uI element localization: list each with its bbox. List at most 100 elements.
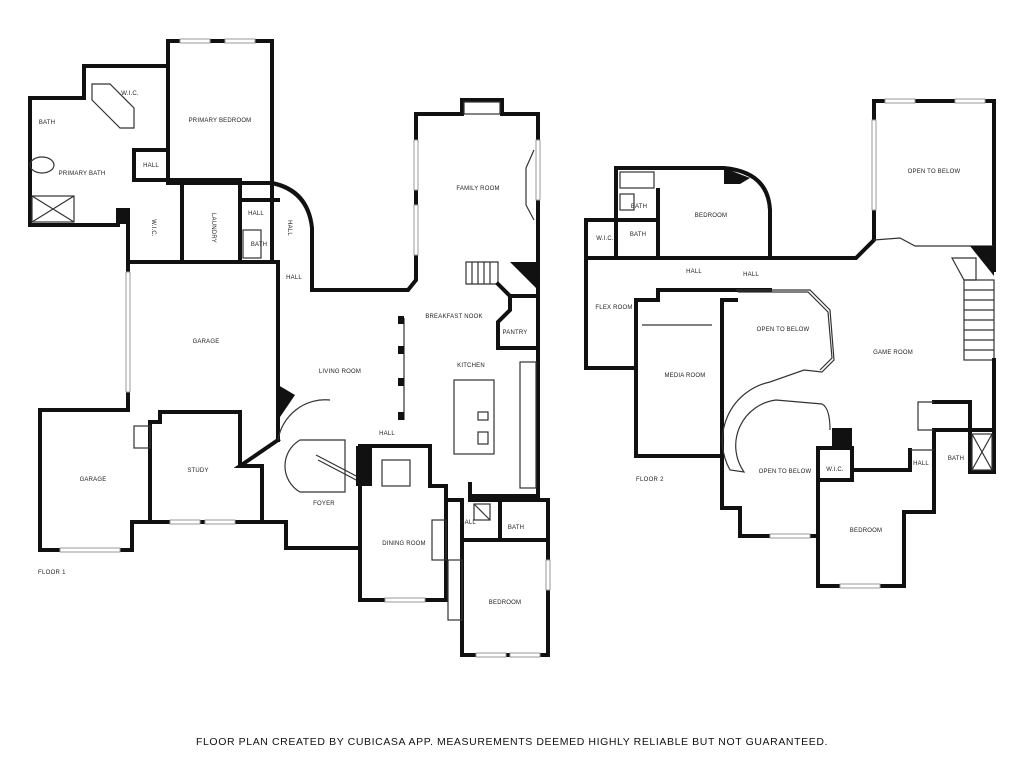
room-label-bedroom: BEDROOM [850,528,882,534]
room-label-flex-room: FLEX ROOM [595,305,632,311]
room-label-breakfast-nook: BREAKFAST NOOK [425,314,482,320]
living-walls [233,437,356,550]
room-label-bath: BATH [631,204,647,210]
room-label-living-room: LIVING ROOM [319,369,361,375]
open-to-below-walls [720,454,820,538]
room-label-hall: HALL [286,275,302,281]
bath-wic-walls [584,166,660,260]
open-to-below-walls [768,99,876,260]
floor-2-label: FLOOR 2 [636,477,664,483]
garage-walls [38,260,134,552]
room-label-hall: HALL [143,163,159,169]
pantry-walls [496,294,540,350]
wic-walls [82,64,170,152]
room-label-wic: W.I.C. [150,219,156,237]
stairs [465,261,499,285]
garage-walls [126,260,280,442]
room-label-kitchen: KITCHEN [457,363,485,369]
curved-hall-wall [269,180,314,292]
dining-walls [358,444,448,602]
room-label-open-to-below: OPEN TO BELOW [908,169,961,175]
open-to-below-walls [872,99,996,272]
window [169,519,201,525]
footer-disclaimer: FLOOR PLAN CREATED BY CUBICASA APP. MEAS… [195,736,829,748]
curved-stairs [721,381,831,473]
curved-stairs [284,439,346,493]
bathtub [29,156,55,174]
room-label-foyer: FOYER [313,501,335,507]
room-label-garage: GARAGE [193,339,220,345]
study-walls [130,410,242,524]
column [116,210,128,224]
window [413,139,419,191]
room-label-primary-bath: PRIMARY BATH [59,171,106,177]
room-label-bedroom: BEDROOM [489,600,521,606]
room-label-primary-bedroom: PRIMARY BEDROOM [189,118,252,124]
room-label-wic: W.I.C. [596,236,614,242]
floor-1-labels: W.I.C. PRIMARY BEDROOM BATH PRIMARY BATH… [38,91,527,606]
room-label-bedroom: BEDROOM [695,213,727,219]
window [871,119,877,211]
room-label-family-room: FAMILY ROOM [456,186,499,192]
room-label-open-to-below: OPEN TO BELOW [757,327,810,333]
room-label-bath: BATH [39,120,55,126]
window [384,597,426,603]
family-room-walls [310,112,418,292]
window [535,139,541,201]
bath-fixture [242,229,262,259]
garage-door [59,547,121,553]
column [832,428,852,448]
bath-tub-area [91,83,135,129]
room-label-hall: HALL [743,272,759,278]
room-label-hall: HALL [286,220,292,236]
kitchen-walls [468,348,540,498]
shower [31,195,75,223]
floor-1-label: FLOOR 1 [38,570,66,576]
window [954,98,986,104]
room-label-media-room: MEDIA ROOM [664,373,705,379]
window [884,98,916,104]
bathtub [619,171,655,189]
room-label-hall: HALL [460,520,476,526]
kitchen-counter [519,361,537,489]
room-label-bath: BATH [251,242,267,248]
room-label-bath: BATH [948,456,964,462]
room-label-bath: BATH [630,232,646,238]
room-label-hall: HALL [248,211,264,217]
room-label-game-room: GAME ROOM [873,350,913,356]
window [413,204,419,256]
floor-1-plan [28,38,551,658]
room-label-dining-room: DINING ROOM [382,541,426,547]
room-label-study: STUDY [187,468,208,474]
open-to-below-edge [736,289,835,383]
family-room-walls [414,98,540,352]
room-label-pantry: PANTRY [503,330,528,336]
bedroom-walls [816,478,936,588]
room-label-wic: W.I.C. [121,91,139,97]
room-label-open-to-below: OPEN TO BELOW [759,469,812,475]
window [179,38,211,44]
flex-room-walls [584,256,772,370]
room-label-hall: HALL [686,269,702,275]
room-label-hall: HALL [379,431,395,437]
kitchen-island [453,379,495,455]
room-label-laundry: LAUNDRY [210,213,216,243]
primary-bedroom-walls [166,39,274,185]
window [769,533,811,539]
window [475,652,507,658]
floor-2-labels: BATH BEDROOM W.I.C. BATH OPEN TO BELOW H… [595,169,964,534]
bedroom-walls [614,166,772,260]
column [278,385,295,420]
floor-2-plan [584,98,996,589]
column [356,446,372,486]
window [545,559,551,591]
garage-door [125,271,131,393]
wic-walls [816,446,854,482]
window [509,652,541,658]
shower [971,433,993,471]
room-label-garage: GARAGE [80,477,107,483]
bath-walls [932,428,996,482]
fireplace [463,101,501,115]
window [839,583,881,589]
